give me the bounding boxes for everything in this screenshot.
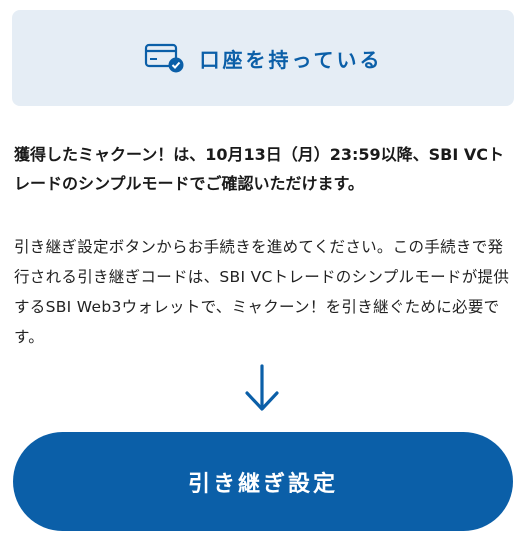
transfer-settings-button[interactable]: 引き継ぎ設定	[13, 432, 513, 531]
instruction-text: 引き継ぎ設定ボタンからお手続きを進めてください。この手続きで発行される引き継ぎコ…	[14, 238, 510, 346]
account-card-label: 口座を持っている	[199, 47, 383, 72]
headline-text: 獲得したミャクーン！は、10月13日（月）23:59以降、SBI VCトレードの…	[14, 145, 505, 193]
credit-card-check-icon	[144, 42, 186, 74]
arrow-down-icon	[242, 362, 282, 416]
account-card[interactable]: 口座を持っている	[12, 10, 514, 106]
